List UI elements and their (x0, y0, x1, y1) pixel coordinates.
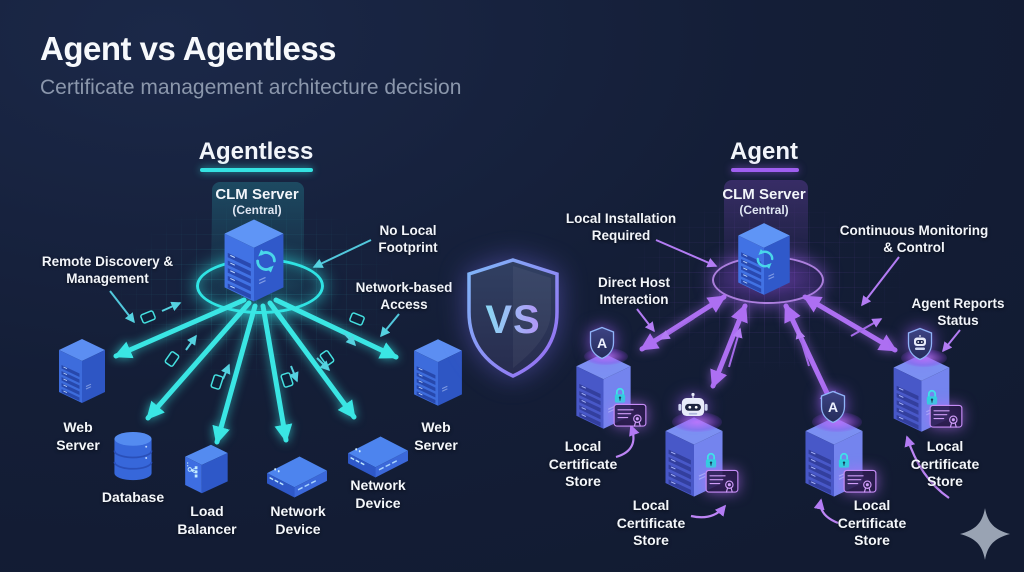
certificate-icon (929, 404, 963, 430)
callout-local-installation: Local Installation Required (565, 211, 677, 244)
left-heading-underline (200, 168, 313, 172)
clm-server-right-subtitle: (Central) (739, 203, 789, 217)
load-balancer-icon (181, 442, 231, 496)
callout-arrows-left (109, 239, 400, 338)
sync-icon (252, 247, 280, 275)
vs-shield-badge: VS (467, 258, 559, 378)
clm-server-left-subtitle: (Central) (232, 203, 282, 217)
device-label: Load Balancer (177, 503, 237, 537)
right-heading-underline (731, 168, 799, 172)
flow-mini-arrows-left (161, 301, 357, 383)
flow-mini-arrows-right (659, 317, 883, 368)
certificate-icon (705, 469, 739, 495)
data-packet-icons (140, 310, 365, 390)
agent-shield-icon (587, 326, 617, 360)
agent-glow (672, 412, 722, 432)
left-section-heading: Agentless (198, 138, 314, 165)
device-label: Network Device (350, 477, 406, 511)
vs-label: VS (485, 298, 540, 342)
device-label: Database (101, 489, 165, 505)
callout-network-based-access: Network-based Access (355, 280, 453, 313)
cert-store-pointer-arrows (615, 424, 950, 525)
lock-icon (836, 451, 852, 470)
certificate-icon (843, 469, 877, 495)
device-label: Web Server (56, 419, 100, 453)
device-label: Network Device (270, 503, 326, 537)
sparkle-icon (960, 508, 1010, 560)
callout-remote-discovery: Remote Discovery & Management (41, 254, 174, 287)
agentless-push-arrows (113, 297, 399, 445)
lock-icon (703, 451, 719, 470)
cert-store-label: Local Certificate Store (616, 497, 686, 548)
cert-store-label: Local Certificate Store (910, 438, 980, 489)
clm-server-left-title: CLM Server (215, 186, 299, 203)
right-section-heading: Agent (730, 138, 798, 165)
server-tower-icon (412, 338, 464, 407)
sync-icon (753, 247, 777, 271)
cert-store-label: Local Certificate Store (548, 438, 618, 489)
device-label: Web Server (414, 419, 458, 453)
robot-shield-icon (905, 327, 935, 361)
database-icon (111, 430, 155, 485)
cert-store-label: Local Certificate Store (837, 497, 907, 548)
robot-icon (676, 392, 710, 422)
callout-direct-host: Direct Host Interaction (597, 275, 670, 308)
network-switch-icon (264, 454, 330, 500)
certificate-icon (613, 403, 647, 429)
server-tower-icon (57, 338, 107, 404)
callout-agent-reports: Agent Reports Status (911, 296, 1005, 329)
clm-server-right-title: CLM Server (722, 186, 806, 203)
callout-continuous-monitoring: Continuous Monitoring & Control (839, 223, 989, 256)
network-switch-icon (345, 434, 411, 480)
page-title: Agent vs Agentless (40, 30, 337, 67)
agent-shield-icon (818, 390, 848, 424)
callout-no-local-footprint: No Local Footprint (378, 223, 438, 256)
agent-bidirectional-arrows (639, 294, 898, 411)
callout-arrows-right (636, 239, 961, 353)
page-subtitle: Certificate management architecture deci… (40, 76, 462, 99)
